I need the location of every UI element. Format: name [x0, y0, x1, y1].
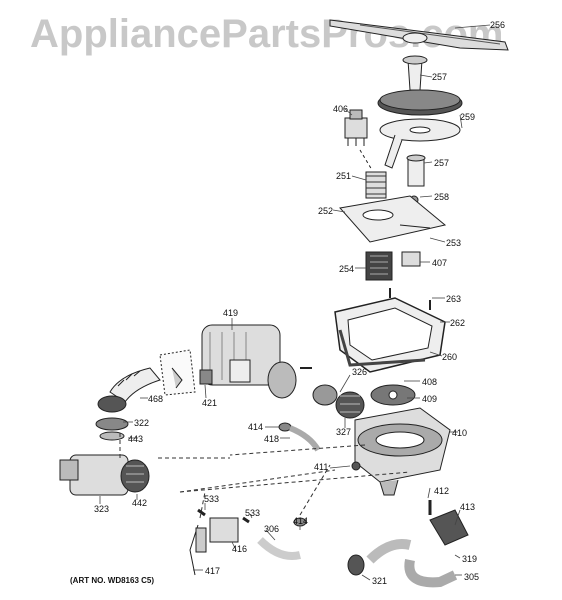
- callout-253: 253: [446, 238, 461, 248]
- drain-hose-306: [257, 537, 301, 560]
- screws-533: [197, 508, 250, 524]
- art-number: (ART NO. WD8163 C5): [70, 576, 155, 585]
- spring: [365, 171, 387, 199]
- callout-443: 443: [128, 434, 143, 444]
- detail-inset: [159, 349, 196, 396]
- filter-screen: [365, 251, 393, 281]
- callout-322: 322: [134, 418, 149, 428]
- callout-421: 421: [202, 398, 217, 408]
- callout-327: 327: [336, 427, 351, 437]
- callout-251: 251: [336, 171, 351, 181]
- callout-417: 417: [205, 566, 220, 576]
- motor-clip: [199, 369, 213, 385]
- sump-gasket: [334, 297, 446, 373]
- callout-305: 305: [464, 572, 479, 582]
- filter-plate: [339, 195, 447, 243]
- callout-419: 419: [223, 308, 238, 318]
- callout-412: 412: [434, 486, 449, 496]
- screws: [389, 288, 431, 310]
- routing-lines: [119, 430, 411, 519]
- callout-411: 411: [314, 462, 328, 472]
- callout-262: 262: [450, 318, 465, 328]
- callout-257-top: 257: [432, 72, 447, 82]
- callout-258: 258: [434, 192, 449, 202]
- impeller: [370, 384, 416, 406]
- callout-533-left: 533: [204, 494, 219, 504]
- callout-256: 256: [490, 20, 505, 30]
- heater-413: [429, 509, 469, 546]
- float: [401, 251, 421, 267]
- leader-lines: [99, 24, 491, 581]
- callout-254: 254: [339, 264, 354, 274]
- callout-442: 442: [132, 498, 147, 508]
- callout-257-lower: 257: [434, 158, 449, 168]
- spray-arm-hub: [402, 55, 428, 91]
- bracket-416: [209, 517, 239, 543]
- turbidity-sensor: [344, 109, 373, 171]
- callout-414-lower: 414: [293, 516, 308, 526]
- callout-407: 407: [432, 258, 447, 268]
- wash-motor: [201, 324, 297, 399]
- callout-468: 468: [148, 394, 163, 404]
- hose-319: [366, 539, 412, 564]
- drain-pump: [59, 454, 150, 496]
- callout-323: 323: [94, 504, 109, 514]
- callout-406: 406: [333, 104, 348, 114]
- callout-319: 319: [462, 554, 477, 564]
- harness-417: [189, 524, 207, 576]
- fine-filter: [377, 89, 463, 169]
- part-321: [347, 554, 365, 576]
- callout-533-right: 533: [245, 508, 260, 518]
- circulation-hose: [109, 367, 161, 403]
- callout-259: 259: [460, 112, 475, 122]
- callout-306: 306: [264, 524, 279, 534]
- callout-408: 408: [422, 377, 437, 387]
- callout-252: 252: [318, 206, 333, 216]
- callout-416: 416: [232, 544, 247, 554]
- sump-assembly: [351, 407, 451, 496]
- callout-410: 410: [452, 428, 467, 438]
- impeller-housing: [312, 384, 365, 419]
- upper-spray-arm: [329, 19, 509, 51]
- ring-443: [95, 417, 129, 431]
- hose-305: [404, 559, 458, 588]
- callout-260: 260: [442, 352, 457, 362]
- callout-413: 413: [460, 502, 475, 512]
- clamp-upper: [278, 422, 292, 432]
- ring-322: [97, 395, 127, 413]
- callout-418: 418: [264, 434, 279, 444]
- callout-414-upper: 414: [248, 422, 263, 432]
- tower-nozzle: [406, 154, 426, 187]
- hose-418: [288, 425, 321, 452]
- callout-321: 321: [372, 576, 387, 586]
- callout-labels: 256 257 259 406 257 251 258 252 253 254 …: [94, 20, 505, 586]
- callout-409: 409: [422, 394, 437, 404]
- callout-326: 326: [352, 367, 367, 377]
- callout-263: 263: [446, 294, 461, 304]
